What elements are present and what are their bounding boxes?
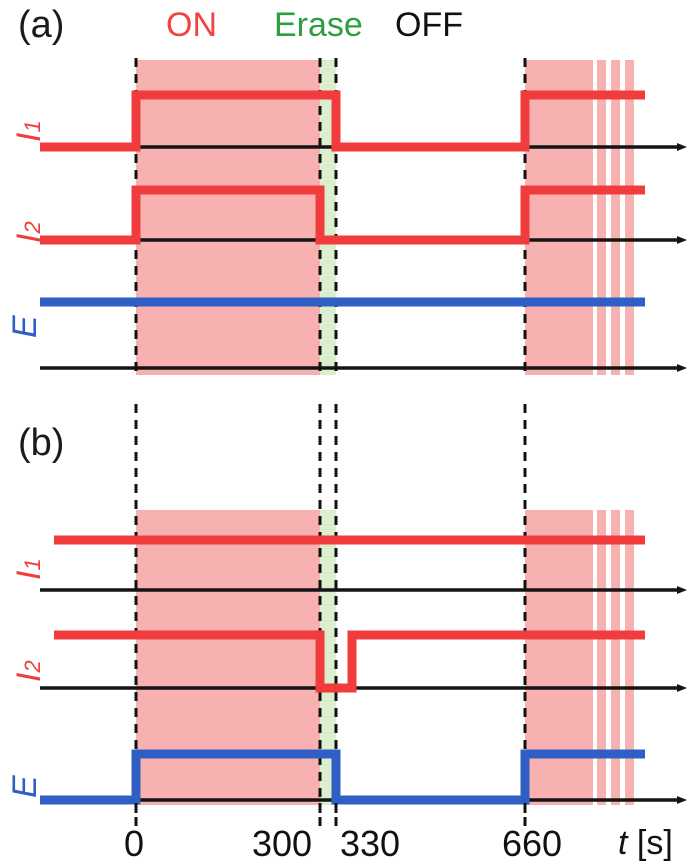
shade-on-a [136, 60, 320, 375]
shade-stripe-b-1 [597, 510, 606, 805]
shade-stripe-b-2 [611, 510, 620, 805]
x-tick-label-300: 300 [252, 823, 313, 864]
trace-a-i2 [40, 185, 645, 245]
signal-label-b-i1: I1 [10, 558, 48, 580]
trace-b-e [40, 749, 645, 805]
phase-label-off: OFF [395, 6, 463, 44]
trace-b-i2 [54, 630, 645, 693]
signal-label-b-i1-base: I [10, 570, 48, 580]
signal-label-a-i2-base: I [10, 233, 48, 243]
shade-on-repeat-b [525, 510, 593, 805]
x-tick-marks [134, 803, 527, 826]
trace-a-i1 [40, 90, 645, 152]
panel-b-shading [136, 510, 634, 805]
panel-a-shading [136, 60, 634, 375]
signal-label-a-i2: I2 [10, 221, 48, 243]
shade-erase-b [320, 510, 336, 805]
signal-label-b-i1-sub: 1 [20, 558, 45, 571]
signal-label-b-i2: I2 [10, 660, 48, 682]
panel-tag-a: (a) [18, 4, 65, 46]
shade-on-repeat-a [525, 60, 593, 375]
shade-stripe-a-1 [597, 60, 606, 375]
signal-label-b-i2-sub: 2 [20, 660, 45, 673]
phase-label-erase: Erase [274, 6, 363, 44]
signal-label-b-i2-base: I [10, 672, 48, 682]
signal-label-a-i2-sub: 2 [20, 221, 45, 234]
signal-label-a-e: E [6, 315, 44, 338]
panel-b-guides [134, 404, 527, 826]
x-axis-unit-symbol: t [618, 824, 628, 862]
shade-on-b [136, 510, 320, 805]
shade-stripe-a-3 [625, 60, 634, 375]
x-tick-label-0: 0 [124, 823, 145, 864]
phase-label-on: ON [166, 6, 217, 44]
shade-stripe-b-3 [625, 510, 634, 805]
x-axis-unit: t [s] [618, 826, 673, 860]
x-axis-unit-bracket: [s] [627, 824, 673, 862]
x-tick-label-660: 660 [502, 823, 563, 864]
signal-label-b-e: E [6, 775, 44, 798]
x-tick-label-330: 330 [340, 823, 401, 864]
signal-label-a-i1-base: I [10, 132, 48, 142]
panel-tag-b: (b) [18, 422, 65, 464]
signal-label-a-i1-sub: 1 [20, 120, 45, 133]
shade-stripe-a-2 [611, 60, 620, 375]
signal-label-a-i1: I1 [10, 120, 48, 142]
